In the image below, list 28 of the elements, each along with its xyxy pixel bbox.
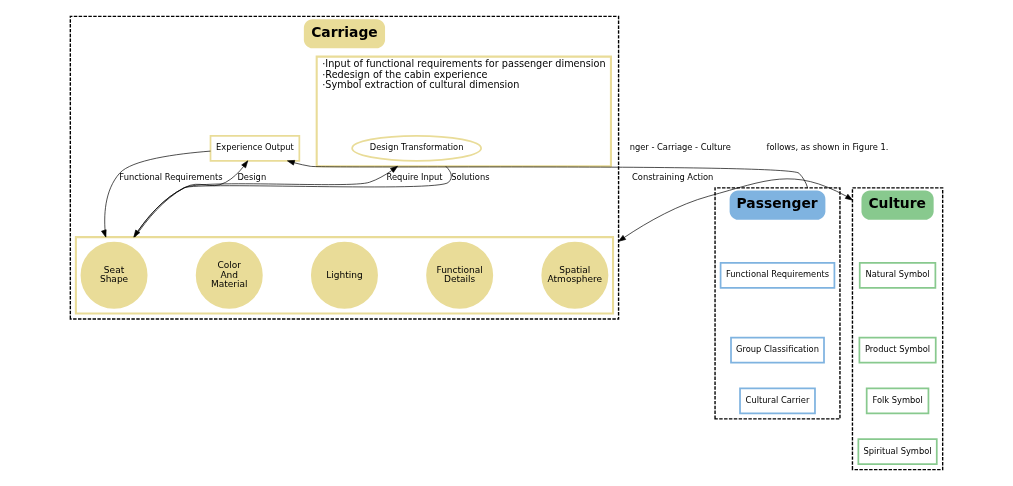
node-box: Functional Requirements	[719, 261, 836, 289]
cluster	[74, 236, 615, 315]
node-box: Spiritual Symbol	[857, 438, 938, 465]
node-circle: Color And Material	[195, 241, 263, 309]
node-box: Cultural Carrier	[739, 387, 816, 415]
node-box: Experience Output	[209, 134, 301, 162]
node-box: Folk Symbol	[865, 387, 930, 415]
node-circle: Lighting	[310, 241, 378, 309]
edge-label: Constraining Action	[632, 171, 714, 182]
arrow	[101, 150, 211, 238]
edge-label: Solutions	[451, 171, 490, 182]
node-box: Natural Symbol	[858, 261, 937, 289]
arrow	[618, 178, 853, 242]
edge-label: Design	[237, 171, 267, 182]
label: nger - Carriage - Culture	[629, 142, 731, 153]
node-box: Group Classification	[730, 336, 825, 364]
edge-label: Require Input	[386, 171, 443, 182]
node-box: Product Symbol	[858, 336, 937, 364]
label: follows, as shown in Figure 1.	[766, 142, 889, 153]
node-circle: Functional Details	[426, 241, 494, 309]
node-ellipse: Design Transformation	[351, 134, 482, 162]
node-circle: Spatial Atmosphere	[541, 241, 609, 309]
arrow	[134, 160, 249, 238]
arrow	[287, 160, 808, 189]
node-circle: Seat Shape	[80, 241, 148, 309]
arrow	[133, 165, 398, 238]
arrow	[133, 165, 452, 238]
edge-label: Functional Requirements	[119, 171, 223, 182]
